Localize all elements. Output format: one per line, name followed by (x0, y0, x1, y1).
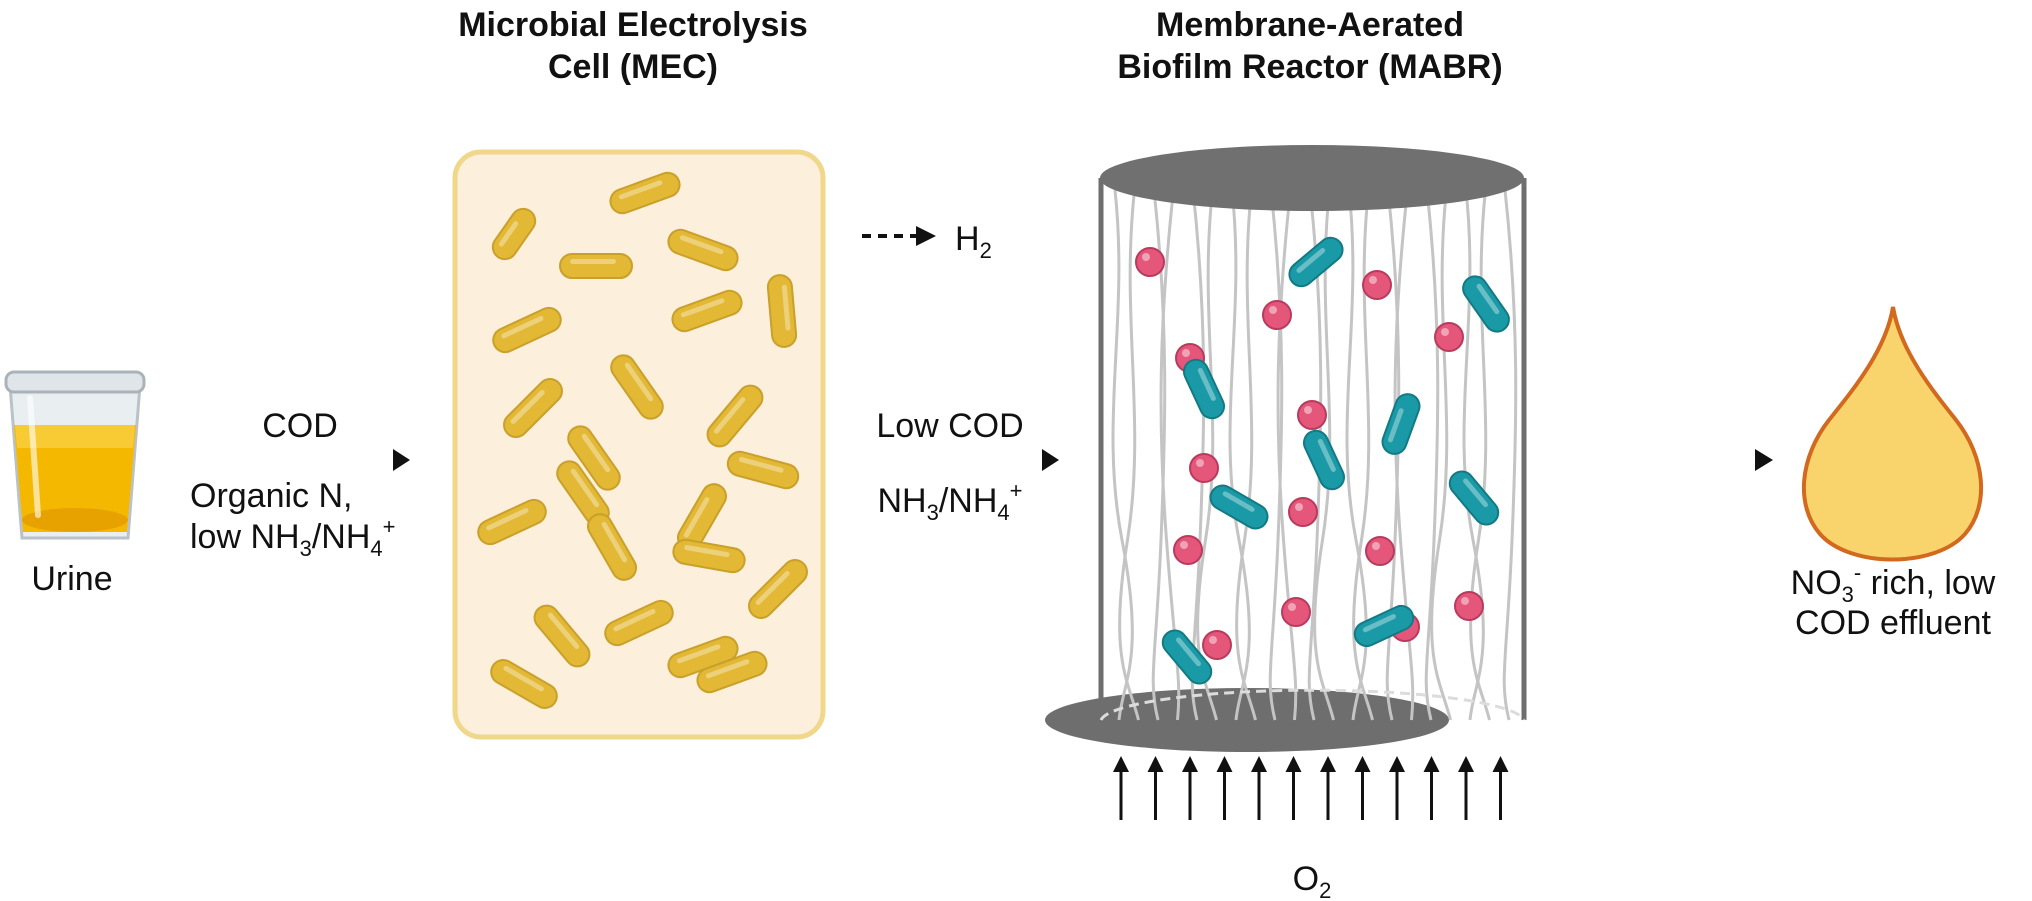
urine-label: Urine (31, 560, 112, 598)
coccus-pink (1434, 322, 1464, 352)
rod-bacterium-yellow (533, 604, 591, 668)
oxygen-arrow-head-icon (1216, 756, 1233, 772)
coccus-pink (1281, 597, 1311, 627)
membrane-fiber (1313, 189, 1335, 721)
rod-bacterium-teal (1353, 604, 1415, 648)
rod-bacterium-yellow (477, 498, 547, 546)
membrane-fiber (1276, 189, 1298, 721)
rod-bacterium-yellow (610, 354, 664, 420)
effluent-line2: COD effluent (1795, 604, 1991, 642)
arrow-1-head-icon (393, 449, 410, 471)
membrane-fiber (1151, 189, 1167, 721)
oxygen-arrow-head-icon (1423, 756, 1440, 772)
rod-bacterium-yellow (490, 659, 558, 709)
oxygen-arrow-head-icon (1389, 756, 1405, 772)
mabr-title-line2: Biofilm Reactor (MABR) (1117, 48, 1502, 86)
rod-bacterium-yellow (604, 599, 674, 647)
arrow-2-top-label: Low COD (876, 407, 1023, 445)
mabr-title-line1: Membrane-Aerated (1156, 6, 1464, 44)
coccus-pink (1365, 536, 1395, 566)
coccus-pink (1362, 270, 1392, 300)
oxygen-arrow-head-icon (1458, 756, 1474, 772)
coccus-pink (1454, 591, 1484, 621)
oxygen-arrow-head-icon (1113, 756, 1129, 772)
effluent-line1: NO3- rich, low (1791, 560, 1996, 607)
oxygen-arrows (1113, 756, 1509, 820)
membrane-fiber (1502, 189, 1518, 721)
o2-label: O2 (1293, 860, 1332, 901)
membrane-fiber (1268, 189, 1284, 721)
coccus-pink (1262, 300, 1292, 330)
coccus-pink (1297, 400, 1327, 430)
oxygen-arrow-head-icon (1492, 756, 1509, 772)
oxygen-arrow-head-icon (1285, 756, 1302, 772)
coccus-pink (1189, 453, 1219, 483)
rod-bacterium-teal (1288, 236, 1344, 288)
coccus-pink (1173, 535, 1203, 565)
oxygen-arrow-head-icon (1251, 756, 1267, 772)
arrow-1-bottom-line2: low NH3/NH4+ (190, 514, 396, 561)
rod-bacterium-yellow (696, 650, 768, 694)
coccus-pink (1135, 247, 1165, 277)
rod-bacterium-yellow (667, 228, 739, 272)
rod-bacterium-yellow (766, 274, 798, 348)
mec-bacteria-group (477, 171, 808, 709)
coccus-pink (1288, 497, 1318, 527)
reactor-bottom (1045, 688, 1449, 752)
rod-bacterium-yellow (491, 207, 537, 261)
effluent-droplet-icon (1801, 306, 1984, 562)
mec-title-line1: Microbial Electrolysis (458, 6, 808, 44)
oxygen-arrow-head-icon (1182, 756, 1198, 772)
arrow-1-bottom-line1: Organic N, (190, 477, 353, 515)
rod-bacterium-yellow (503, 378, 563, 438)
h2-arrow-head-icon (916, 226, 936, 246)
rod-bacterium-yellow (559, 253, 633, 279)
reactor-bottom-rim (1099, 688, 1526, 721)
membrane-fiber (1345, 189, 1368, 721)
rod-bacterium-teal (1161, 629, 1213, 685)
coccus-pink (1202, 630, 1232, 660)
rod-bacterium-teal (1182, 358, 1226, 420)
urine-cup-icon (4, 370, 146, 540)
rod-bacterium-yellow (587, 513, 637, 581)
rod-bacterium-teal (1209, 484, 1269, 530)
rod-bacterium-yellow (672, 538, 746, 574)
membrane-fiber (1159, 189, 1181, 721)
arrow-1-top-label: COD (262, 407, 338, 445)
arrow-3-head-icon (1755, 449, 1773, 471)
arrow-2-head-icon (1042, 449, 1059, 471)
mabr-microbes-group (1135, 236, 1510, 685)
membrane-fiber (1469, 189, 1491, 721)
rod-bacterium-yellow (726, 450, 800, 490)
reactor-top (1100, 145, 1524, 211)
rod-bacterium-yellow (567, 425, 621, 491)
membrane-fiber (1393, 189, 1415, 721)
membrane-fiber (1118, 189, 1140, 721)
oxygen-arrow-head-icon (1147, 756, 1164, 772)
rod-bacterium-teal (1448, 470, 1500, 526)
membrane-fiber (1385, 189, 1401, 721)
rod-bacterium-yellow (492, 306, 562, 354)
h2-label: H2 (955, 220, 992, 263)
membrane-fiber (1430, 189, 1452, 721)
rod-bacterium-teal (1462, 275, 1510, 333)
rod-bacterium-yellow (706, 384, 764, 448)
mec-title-line2: Cell (MEC) (548, 48, 718, 86)
oxygen-arrow-head-icon (1354, 756, 1371, 772)
membrane-fiber (1307, 189, 1323, 721)
membrane-fiber (1235, 189, 1257, 721)
mabr-reactor (1045, 145, 1527, 752)
membrane-fiber (1424, 189, 1440, 721)
rod-bacterium-teal (1381, 393, 1421, 455)
rod-bacterium-teal (1302, 429, 1346, 491)
rod-bacterium-yellow (748, 559, 808, 619)
rod-bacterium-yellow (609, 171, 681, 215)
oxygen-arrow-head-icon (1320, 756, 1336, 772)
rod-bacterium-yellow (671, 289, 743, 333)
membrane-fiber (1111, 189, 1134, 721)
arrow-2-bottom-label: NH3/NH4+ (877, 478, 1022, 525)
